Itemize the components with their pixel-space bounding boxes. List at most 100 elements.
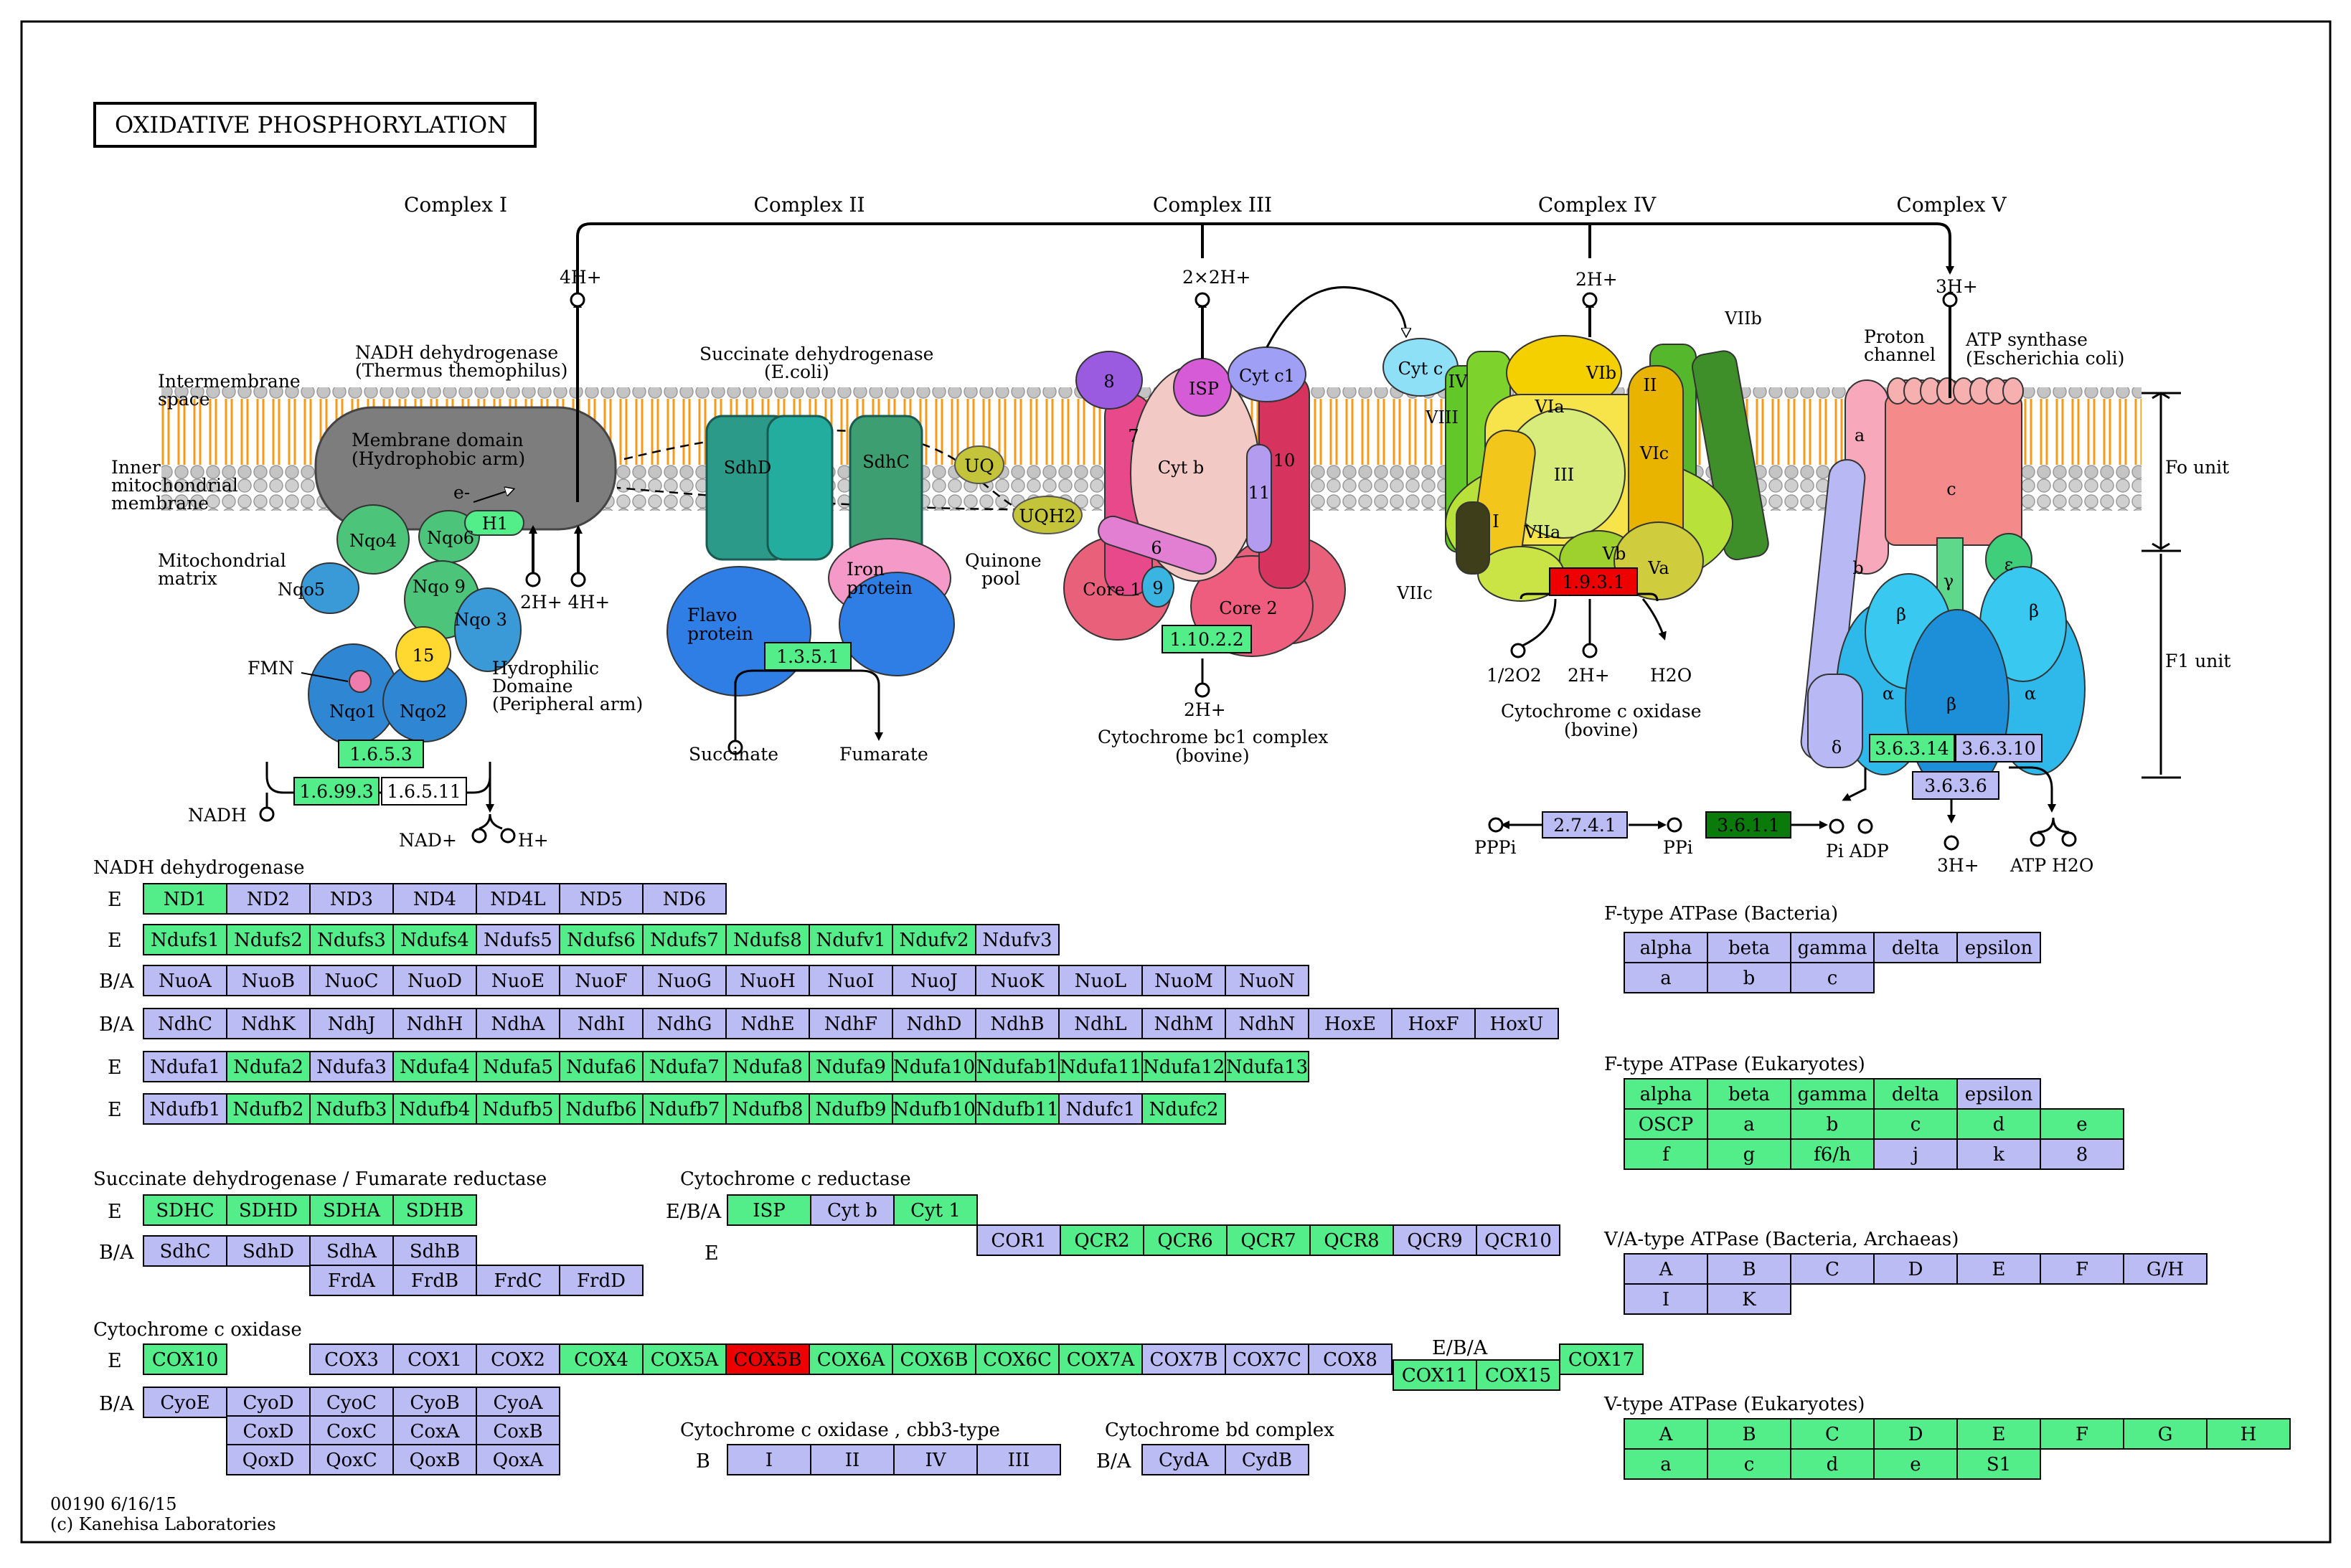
gene-label[interactable]: ND1	[164, 889, 207, 910]
ec-box[interactable]	[1705, 811, 1791, 839]
gene-label[interactable]: Ndufa9	[816, 1057, 886, 1078]
gene-label[interactable]: Ndufs3	[317, 930, 386, 951]
gene-box[interactable]	[392, 1265, 477, 1296]
gene-box[interactable]	[226, 1008, 311, 1039]
gene-label[interactable]: a	[1660, 968, 1672, 989]
gene-box[interactable]	[809, 1343, 893, 1375]
gene-box[interactable]	[309, 924, 394, 955]
ec-number[interactable]: 3.6.3.6	[1924, 775, 1987, 796]
gene-label[interactable]: QCR10	[1484, 1230, 1552, 1252]
gene-box[interactable]	[975, 965, 1060, 996]
subunit-nqo4[interactable]	[336, 504, 410, 575]
gene-label[interactable]: alpha	[1640, 938, 1692, 959]
gene-box[interactable]	[1141, 965, 1226, 996]
gene-label[interactable]: NdhA	[491, 1014, 546, 1035]
gene-label[interactable]: alpha	[1640, 1084, 1692, 1105]
gene-box[interactable]	[309, 1235, 394, 1267]
gene-label[interactable]: G	[2158, 1424, 2173, 1445]
gene-label[interactable]: Cyt b	[827, 1200, 877, 1222]
gene-label[interactable]: E	[1992, 1259, 2006, 1280]
complex-iv[interactable]	[1382, 292, 1771, 658]
ec-box[interactable]	[381, 777, 467, 806]
gene-label[interactable]: Ndufa6	[566, 1057, 636, 1078]
gene-label[interactable]: CoxB	[493, 1421, 542, 1442]
gene-box[interactable]	[810, 1444, 895, 1475]
subunit-sdhc[interactable]	[849, 415, 923, 561]
gene-box[interactable]	[1707, 1108, 1791, 1140]
gene-label[interactable]: Ndufb6	[566, 1099, 637, 1120]
gene-box[interactable]	[392, 1194, 477, 1226]
gene-box[interactable]	[1790, 1253, 1875, 1285]
gene-label[interactable]: Ndufb4	[400, 1099, 471, 1120]
gene-box[interactable]	[725, 965, 810, 996]
gene-box[interactable]	[892, 1093, 976, 1125]
gene-label[interactable]: Ndufc1	[1066, 1099, 1136, 1120]
gene-box[interactable]	[2040, 1138, 2124, 1170]
gene-label[interactable]: beta	[1728, 1084, 1770, 1105]
gene-label[interactable]: III	[1008, 1450, 1030, 1471]
gene-box[interactable]	[143, 924, 227, 955]
gene-box[interactable]	[1790, 1418, 1875, 1450]
gene-label[interactable]: C	[1825, 1259, 1839, 1280]
gene-label[interactable]: Ndufb3	[316, 1099, 387, 1120]
gene-box[interactable]	[2040, 1253, 2124, 1285]
gene-box[interactable]	[392, 883, 477, 915]
subunit-8[interactable]	[1075, 351, 1143, 410]
gene-label[interactable]: CoxC	[326, 1421, 377, 1442]
gene-label[interactable]: a	[1743, 1114, 1755, 1135]
gene-box[interactable]	[1225, 1051, 1309, 1082]
gene-label[interactable]: SDHC	[156, 1200, 214, 1222]
gene-label[interactable]: ND4L	[490, 889, 545, 910]
gene-box[interactable]	[975, 1093, 1060, 1125]
gene-label[interactable]: e	[1910, 1454, 1921, 1475]
gene-box[interactable]	[559, 883, 644, 915]
gene-label[interactable]: Cyt 1	[910, 1200, 961, 1222]
map-title[interactable]: OXIDATIVE PHOSPHORYLATION	[115, 111, 507, 138]
gene-label[interactable]: Ndufa5	[483, 1057, 553, 1078]
gene-label[interactable]: IV	[925, 1450, 946, 1471]
gene-box[interactable]	[2040, 1418, 2124, 1450]
gene-label[interactable]: Ndufs7	[650, 930, 719, 951]
gene-label[interactable]: NuoC	[324, 970, 378, 992]
subunit-viic[interactable]	[1456, 501, 1490, 575]
gene-box[interactable]	[1308, 1343, 1393, 1375]
gene-label[interactable]: NuoI	[827, 970, 874, 992]
gene-box[interactable]	[975, 1008, 1060, 1039]
gene-box[interactable]	[1624, 962, 1708, 993]
gene-label[interactable]: epsilon	[1965, 938, 2033, 959]
subunit-15[interactable]	[395, 626, 451, 682]
ec-box[interactable]	[1162, 625, 1252, 653]
ec-box[interactable]	[1542, 811, 1628, 839]
gene-label[interactable]: COX6A	[817, 1349, 886, 1371]
gene-label[interactable]: COX11	[1402, 1365, 1468, 1387]
subunit-9[interactable]	[1141, 566, 1174, 608]
gene-box[interactable]	[1956, 1078, 2041, 1110]
gene-label[interactable]: NuoL	[1075, 970, 1126, 992]
uq-node[interactable]	[954, 445, 1004, 484]
ec-box[interactable]	[1912, 771, 1999, 800]
gene-label[interactable]: A	[1659, 1424, 1674, 1445]
gene-box[interactable]	[392, 1093, 477, 1125]
gene-box[interactable]	[1559, 1343, 1644, 1375]
gene-box[interactable]	[809, 965, 893, 996]
gene-label[interactable]: QCR9	[1407, 1230, 1462, 1252]
gene-box[interactable]	[559, 1051, 644, 1082]
subunit-viib[interactable]	[1690, 349, 1770, 562]
gene-box[interactable]	[810, 1194, 895, 1226]
ec-number[interactable]: 2.7.4.1	[1553, 815, 1616, 836]
gene-label[interactable]: QoxC	[326, 1450, 377, 1471]
gene-box[interactable]	[392, 1235, 477, 1267]
gene-box[interactable]	[727, 1194, 811, 1226]
gene-label[interactable]: Ndufv2	[900, 930, 969, 951]
gene-label[interactable]: COX7B	[1150, 1349, 1218, 1371]
gene-box[interactable]	[809, 924, 893, 955]
gene-label[interactable]: QCR2	[1074, 1230, 1129, 1252]
gene-box[interactable]	[143, 1194, 227, 1226]
gene-label[interactable]: COX8	[1323, 1349, 1377, 1371]
gene-label[interactable]: Ndufa13	[1226, 1057, 1308, 1078]
gene-label[interactable]: ND5	[580, 889, 623, 910]
gene-label[interactable]: NuoG	[657, 970, 712, 992]
gene-label[interactable]: NdhI	[578, 1014, 625, 1035]
gene-label[interactable]: NdhB	[990, 1014, 1044, 1035]
gene-label[interactable]: K	[1742, 1289, 1756, 1310]
